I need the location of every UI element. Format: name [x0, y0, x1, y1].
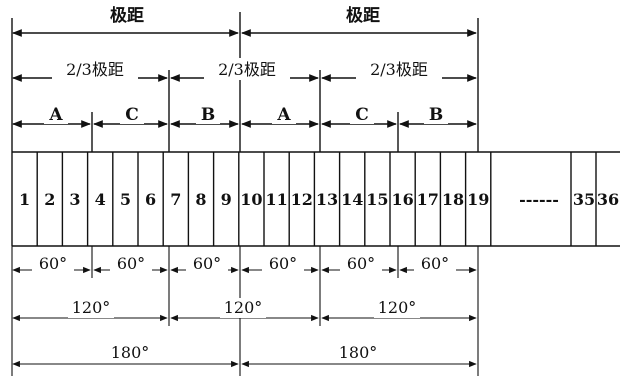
deg120-2: 120° [224, 298, 263, 317]
slot-3: 3 [69, 190, 80, 209]
slot-gap: ------ [519, 190, 559, 209]
deg60-row: 60° 60° 60° 60° 60° 60° [12, 246, 477, 326]
slot-14: 14 [341, 190, 363, 209]
phase-row: A C B A C B [12, 104, 477, 152]
slot-1: 1 [19, 190, 30, 209]
slot-18: 18 [442, 190, 464, 209]
deg60-2: 60° [117, 254, 145, 273]
pole-pitch-row: 极距 极距 [11, 4, 479, 152]
slot-4: 4 [95, 190, 106, 209]
slot-13: 13 [316, 190, 338, 209]
pole-pitch-label-1: 极距 [110, 6, 144, 26]
slot-2: 2 [44, 190, 55, 209]
deg60-6: 60° [421, 254, 449, 273]
phase-a-2: A [276, 105, 291, 125]
two-thirds-label-3: 2/3极距 [370, 60, 428, 79]
deg120-3: 120° [378, 298, 417, 317]
deg120-1: 120° [72, 298, 111, 317]
slot-9: 9 [221, 190, 232, 209]
deg60-5: 60° [347, 254, 375, 273]
slot-15: 15 [366, 190, 388, 209]
slot-36: 36 [597, 190, 619, 209]
deg120-row: 120° 120° 120° [11, 246, 479, 376]
slot-10: 10 [240, 190, 262, 209]
deg60-3: 60° [193, 254, 221, 273]
phase-c-2: C [355, 105, 369, 125]
slot-19: 19 [467, 190, 489, 209]
slot-6: 6 [145, 190, 156, 209]
slot-11: 11 [265, 190, 287, 209]
two-thirds-label-2: 2/3极距 [218, 60, 276, 79]
deg60-1: 60° [39, 254, 67, 273]
pole-pitch-label-2: 极距 [346, 6, 380, 26]
slot-8: 8 [195, 190, 206, 209]
phase-a-1: A [48, 105, 63, 125]
slot-12: 12 [291, 190, 313, 209]
slot-5: 5 [120, 190, 131, 209]
slot-35: 35 [573, 190, 595, 209]
slot-16: 16 [391, 190, 413, 209]
deg180-2: 180° [339, 343, 378, 362]
phase-b-1: B [201, 105, 215, 125]
deg180-1: 180° [111, 343, 150, 362]
phase-b-2: B [429, 105, 443, 125]
two-thirds-pitch-row: 2/3极距 2/3极距 2/3极距 [12, 58, 477, 152]
deg180-row: 180° 180° [12, 342, 477, 368]
slot-7: 7 [170, 190, 181, 209]
slot-17: 17 [417, 190, 439, 209]
phase-c-1: C [125, 105, 139, 125]
deg60-4: 60° [269, 254, 297, 273]
two-thirds-label-1: 2/3极距 [66, 60, 124, 79]
